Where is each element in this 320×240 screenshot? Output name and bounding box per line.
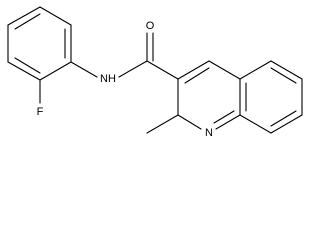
bond-n-c bbox=[118, 60, 148, 78]
bond bbox=[239, 60, 272, 80]
bond bbox=[39, 61, 72, 81]
bond bbox=[7, 6, 41, 26]
molecule-diagram: O NH F N bbox=[7, 6, 303, 139]
bond bbox=[270, 114, 303, 134]
bond bbox=[239, 114, 272, 134]
bond-c-c bbox=[146, 60, 179, 80]
bond bbox=[208, 60, 241, 80]
fluorophenyl-ring bbox=[7, 6, 72, 81]
bond-c-n bbox=[70, 61, 98, 78]
amide-nitrogen-label: NH bbox=[100, 73, 116, 85]
bond bbox=[215, 114, 241, 130]
double-bond-inner bbox=[14, 57, 41, 74]
double-bond-inner bbox=[184, 67, 210, 84]
double-bond-inner bbox=[213, 110, 235, 124]
oxygen-label: O bbox=[146, 20, 155, 32]
bond bbox=[177, 114, 202, 130]
double-bond-inner bbox=[270, 67, 297, 84]
fluorine-label: F bbox=[37, 106, 44, 118]
double-bond-inner bbox=[14, 13, 41, 30]
double-bond-inner bbox=[270, 110, 297, 127]
structure-drawing: O NH F N bbox=[7, 6, 303, 139]
quinoline-benzo-ring bbox=[239, 60, 303, 134]
bond bbox=[7, 61, 41, 81]
bond bbox=[177, 60, 210, 80]
quinoline-pyridine-ring bbox=[177, 60, 241, 130]
bond-methyl bbox=[146, 114, 179, 134]
ring-nitrogen-label: N bbox=[205, 127, 213, 139]
bond bbox=[270, 60, 303, 80]
bond bbox=[39, 6, 72, 26]
